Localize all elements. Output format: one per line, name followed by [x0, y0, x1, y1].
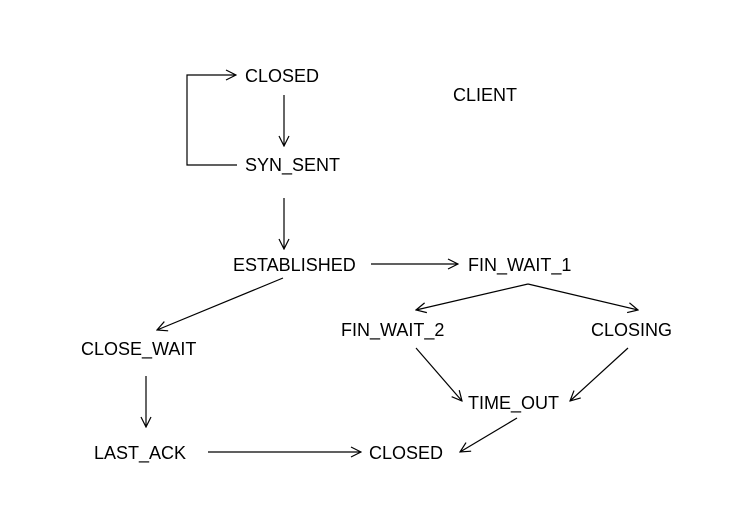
diagram-title: CLIENT: [453, 85, 517, 105]
state-closed-top: CLOSED: [245, 66, 319, 86]
edge-fin-wait-1-to-closing: [527, 283, 638, 310]
state-syn-sent: SYN_SENT: [245, 155, 340, 176]
edge-established-to-close-wait: [157, 277, 284, 330]
edge-time-out-to-closed: [460, 417, 518, 452]
state-labels: CLIENT CLOSED SYN_SENT ESTABLISHED FIN_W…: [81, 66, 672, 464]
state-established: ESTABLISHED: [233, 255, 356, 275]
edge-syn-sent-to-closed-loop: [186, 75, 237, 166]
edge-closing-to-time-out: [570, 347, 629, 401]
state-fin-wait-1: FIN_WAIT_1: [468, 255, 571, 276]
state-time-out: TIME_OUT: [468, 393, 559, 414]
edge-fin-wait-1-to-fin-wait-2: [416, 283, 529, 310]
state-closed-bottom: CLOSED: [369, 443, 443, 463]
transition-edges: [146, 75, 638, 452]
state-close-wait: CLOSE_WAIT: [81, 339, 196, 360]
state-last-ack: LAST_ACK: [94, 443, 186, 464]
state-closing: CLOSING: [591, 320, 672, 340]
state-fin-wait-2: FIN_WAIT_2: [341, 320, 444, 341]
edge-fin-wait-2-to-time-out: [415, 347, 462, 401]
